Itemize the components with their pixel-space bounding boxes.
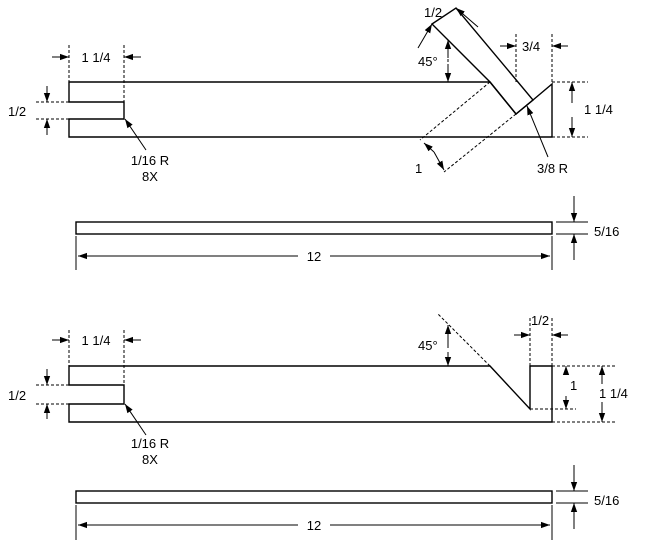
part-a-thickness-dimension: 5/16 — [556, 196, 619, 260]
part-b-side-view: 12 5/16 — [75, 465, 619, 540]
part-b-slot-width-dimension: 1/2 — [8, 369, 69, 419]
part-b-slot-width-label: 1/2 — [8, 388, 26, 403]
part-a-tab-offset-label: 3/4 — [522, 39, 540, 54]
part-a-thickness-label: 5/16 — [594, 224, 619, 239]
part-b-notch-depth-dimension: 1 — [530, 366, 577, 410]
part-a-tab-width-dimension: 1/2 — [417, 5, 479, 49]
part-b-notch-width-dimension: 1/2 — [514, 313, 568, 366]
part-a-slot-length-label: 1 1/4 — [82, 50, 111, 65]
part-b-slot-radius-count: 8X — [142, 452, 158, 467]
part-b-top-view: 1 1/4 1/2 1/16 R 8X 45° 1/2 — [8, 313, 628, 467]
part-a-angle-label: 45° — [418, 54, 438, 69]
part-a-slot-width-dimension: 1/2 — [8, 86, 69, 135]
part-b-length-label: 12 — [307, 518, 321, 533]
part-a-length-dimension: 12 — [75, 236, 553, 270]
part-a-tab-radius-label: 3/8 R — [537, 161, 568, 176]
part-a-outline — [68, 81, 553, 138]
part-b-thickness-dimension: 5/16 — [556, 465, 619, 529]
part-b-overall-width-label: 1 1/4 — [599, 386, 628, 401]
part-a-length-label: 12 — [307, 249, 321, 264]
part-b-slot-length-dimension: 1 1/4 — [52, 330, 141, 385]
part-a-tab-radius-callout: 3/8 R — [526, 105, 568, 176]
part-b-side-profile — [75, 490, 553, 504]
part-a-slot-radius-label: 1/16 R — [131, 153, 169, 168]
part-a-top-view: 1 1/4 1/2 1/16 R 8X 1/2 45° — [8, 5, 613, 184]
part-a-angle-dimension: 45° — [418, 40, 452, 82]
part-a-tab-width-label: 1/2 — [424, 5, 442, 20]
part-a-tab-length-dimension: 1 — [415, 81, 517, 176]
part-b-notch-width-label: 1/2 — [531, 313, 549, 328]
part-a-slot-width-label: 1/2 — [8, 104, 26, 119]
part-b-angle-dimension: 45° — [418, 313, 491, 367]
part-b-outline — [68, 365, 553, 423]
part-a-tab — [430, 7, 534, 115]
part-a-tab-length-label: 1 — [415, 161, 422, 176]
part-a-slot-radius-callout: 1/16 R 8X — [124, 118, 169, 184]
part-a-slot-radius-count: 8X — [142, 169, 158, 184]
part-b-slot-radius-label: 1/16 R — [131, 436, 169, 451]
part-b-length-dimension: 12 — [75, 505, 553, 540]
part-b-thickness-label: 5/16 — [594, 493, 619, 508]
part-a-overall-width-label: 1 1/4 — [584, 102, 613, 117]
part-b-angle-label: 45° — [418, 338, 438, 353]
part-b-slot-radius-callout: 1/16 R 8X — [124, 403, 169, 467]
part-b-notch-depth-label: 1 — [570, 378, 577, 393]
part-b-slot-length-label: 1 1/4 — [82, 333, 111, 348]
part-b-overall-width-dimension: 1 1/4 — [552, 365, 628, 423]
part-a-side-profile — [75, 221, 553, 235]
part-a-slot-length-dimension: 1 1/4 — [52, 45, 141, 102]
part-a-overall-width-dimension: 1 1/4 — [552, 81, 613, 138]
part-a-tab-offset-dimension: 3/4 — [500, 34, 568, 82]
part-a-side-view: 12 5/16 — [75, 196, 619, 270]
